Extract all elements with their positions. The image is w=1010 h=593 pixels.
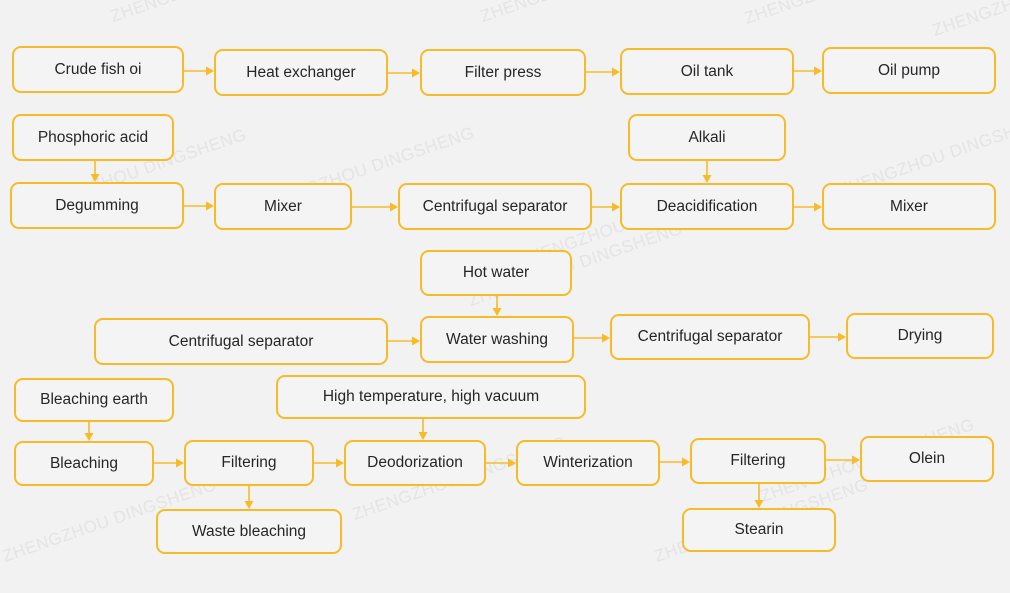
node-oil-tank[interactable]: Oil tank — [620, 48, 794, 95]
arrow-filtering-1-to-deodorization — [314, 453, 344, 473]
arrow-high-temp-high-vacuum-to-deodorization — [413, 419, 433, 440]
arrow-hot-water-to-water-washing — [487, 296, 507, 316]
watermark-text: ZHENGZHOU DINGSHENG — [742, 0, 961, 29]
node-high-temp-high-vacuum[interactable]: High temperature, high vacuum — [276, 375, 586, 419]
arrow-oil-tank-to-oil-pump — [794, 61, 822, 81]
arrow-centrifugal-separator-1-to-deacidification — [592, 197, 620, 217]
node-filtering-1[interactable]: Filtering — [184, 440, 314, 486]
arrow-winterization-to-filtering-2 — [660, 452, 690, 472]
watermark-text: ZHENGZHOU DINGSHENG — [930, 0, 1010, 41]
node-drying[interactable]: Drying — [846, 313, 994, 359]
node-waste-bleaching[interactable]: Waste bleaching — [156, 509, 342, 554]
arrow-heat-exchanger-to-filter-press — [388, 63, 420, 83]
node-stearin[interactable]: Stearin — [682, 508, 836, 552]
arrow-bleaching-earth-to-bleaching — [79, 422, 99, 441]
node-alkali[interactable]: Alkali — [628, 114, 786, 161]
watermark-text: ZHENGZHOU DINGSHENG — [478, 0, 697, 27]
arrow-filter-press-to-oil-tank — [586, 62, 620, 82]
node-degumming[interactable]: Degumming — [10, 182, 184, 229]
arrow-water-washing-to-centrifugal-separator-3 — [574, 328, 610, 348]
node-mixer-2[interactable]: Mixer — [822, 183, 996, 230]
node-centrifugal-separator-1[interactable]: Centrifugal separator — [398, 183, 592, 230]
arrow-mixer-1-to-centrifugal-separator-1 — [352, 197, 398, 217]
arrow-alkali-to-deacidification — [697, 161, 717, 183]
node-centrifugal-separator-3[interactable]: Centrifugal separator — [610, 314, 810, 360]
arrow-crude-fish-oil-to-heat-exchanger — [184, 61, 214, 81]
node-heat-exchanger[interactable]: Heat exchanger — [214, 49, 388, 96]
watermark-text: ZHENGZHOU DINGSHENG — [108, 0, 327, 27]
node-phosphoric-acid[interactable]: Phosphoric acid — [12, 114, 174, 161]
arrow-filtering-2-to-stearin — [749, 484, 769, 508]
node-crude-fish-oil[interactable]: Crude fish oi — [12, 46, 184, 93]
node-filtering-2[interactable]: Filtering — [690, 438, 826, 484]
node-winterization[interactable]: Winterization — [516, 440, 660, 486]
arrow-centrifugal-separator-2-to-water-washing — [388, 331, 420, 351]
arrow-degumming-to-mixer-1 — [184, 196, 214, 216]
node-bleaching[interactable]: Bleaching — [14, 441, 154, 486]
arrow-deacidification-to-mixer-2 — [794, 197, 822, 217]
arrow-centrifugal-separator-3-to-drying — [810, 327, 846, 347]
node-olein[interactable]: Olein — [860, 436, 994, 482]
arrow-phosphoric-acid-to-degumming — [85, 161, 105, 182]
arrow-filtering-1-to-waste-bleaching — [239, 486, 259, 509]
node-water-washing[interactable]: Water washing — [420, 316, 574, 363]
node-deodorization[interactable]: Deodorization — [344, 440, 486, 486]
node-oil-pump[interactable]: Oil pump — [822, 47, 996, 94]
node-centrifugal-separator-2[interactable]: Centrifugal separator — [94, 318, 388, 365]
node-mixer-1[interactable]: Mixer — [214, 183, 352, 230]
arrow-bleaching-to-filtering-1 — [154, 453, 184, 473]
node-filter-press[interactable]: Filter press — [420, 49, 586, 96]
node-bleaching-earth[interactable]: Bleaching earth — [14, 378, 174, 422]
arrow-filtering-2-to-olein — [826, 450, 860, 470]
arrow-deodorization-to-winterization — [486, 453, 516, 473]
node-hot-water[interactable]: Hot water — [420, 250, 572, 296]
node-deacidification[interactable]: Deacidification — [620, 183, 794, 230]
